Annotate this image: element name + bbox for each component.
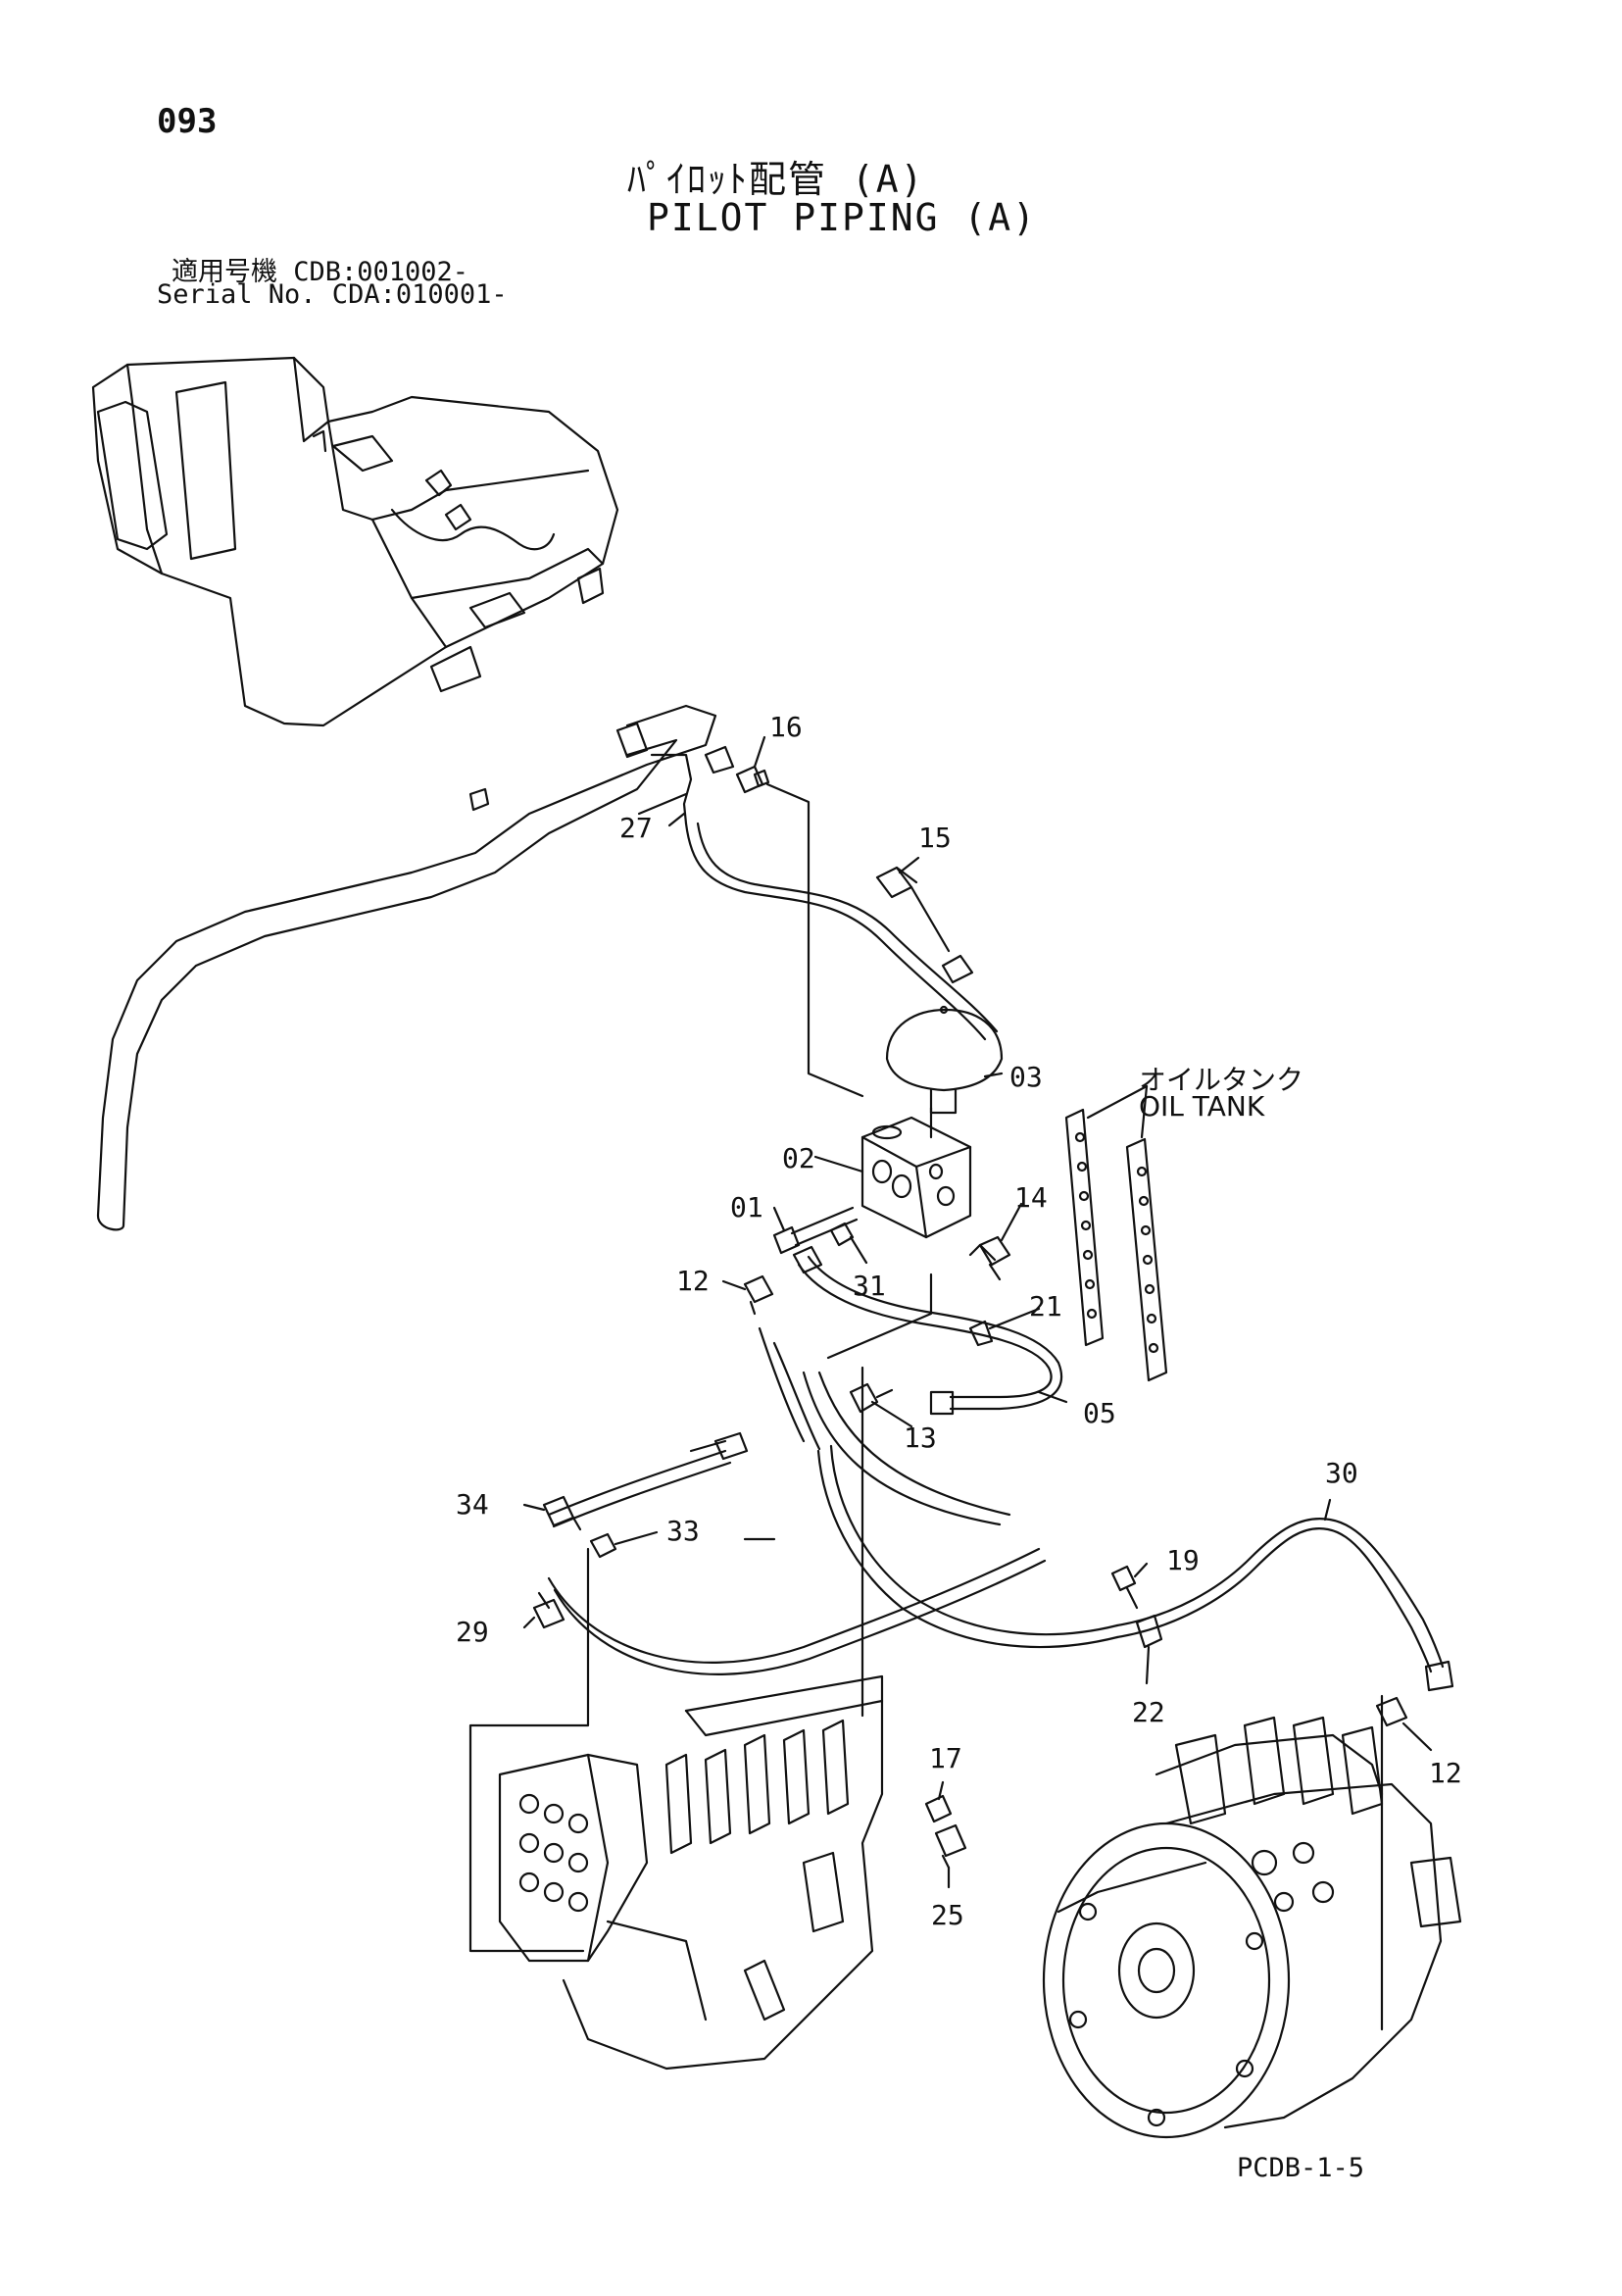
callout-02: 02 [782,1142,815,1174]
hose-27 [650,745,999,1041]
callout-15: 15 [918,822,952,854]
callout-22: 22 [1132,1696,1165,1728]
boom-pipe-illustration [96,704,717,1231]
bolt-01 [772,1206,859,1255]
fitting-29 [532,1591,565,1629]
hose-05 [792,1245,1063,1416]
pump-assembly-illustration [1042,1716,1462,2139]
callout-17: 17 [929,1742,962,1774]
title-english: PILOT PIPING (A) [647,196,1038,239]
elbow-12-lower [1375,1696,1408,1727]
callout-14: 14 [1014,1181,1048,1214]
elbow-13 [849,1382,894,1414]
fitting-16 [735,765,770,794]
accumulator-03 [885,1005,1004,1115]
callout-03: 03 [1009,1061,1043,1093]
callout-31: 31 [853,1270,886,1302]
fitting-31 [829,1222,855,1247]
clamp-22 [1135,1614,1163,1649]
callout-33: 33 [666,1515,700,1547]
callout-21: 21 [1029,1290,1062,1323]
sensor-25 [934,1823,967,1870]
elbow-14 [978,1235,1011,1281]
control-valve-illustration [498,1674,884,2071]
elbow-12-upper [743,1274,774,1316]
callout-30: 30 [1325,1457,1358,1489]
hose-bundle-lower [547,1326,1119,1675]
hose-30 [1115,1517,1454,1692]
oil-tank-label-ja: オイルタンク [1139,1064,1304,1096]
leader-lines [468,782,1384,2031]
callout-leaders [522,735,1433,1889]
clamp-21 [968,1320,994,1347]
page-code: PCDB-1-5 [1237,2153,1365,2183]
callout-16: 16 [769,711,803,743]
fitting-17 [924,1794,953,1823]
callout-12-upper: 12 [676,1265,710,1297]
valve-block-02 [860,1116,972,1239]
callout-01: 01 [730,1191,763,1223]
callout-27: 27 [619,812,653,844]
fitting-34 [542,1495,582,1531]
callout-12-lower: 12 [1429,1757,1462,1789]
callout-25: 25 [931,1899,964,1931]
fitting-33 [589,1532,617,1559]
title-japanese: ﾊﾟｲﾛｯﾄ配管 (A) [627,158,925,201]
excavator-body-illustration [91,356,619,727]
callout-34: 34 [456,1488,489,1521]
callout-05: 05 [1083,1397,1116,1429]
oil-tank-label-en: OIL TANK [1139,1090,1265,1123]
oil-tank-panel [1064,1084,1168,1382]
callout-29: 29 [456,1616,489,1648]
page-number: 093 [157,102,218,141]
serial-applicable-line: 適用号機 CDB:001002- [172,257,469,287]
fitting-19 [1110,1565,1139,1610]
serial-number-line: Serial No. CDA:010001- [157,279,508,310]
callout-19: 19 [1166,1544,1200,1576]
callout-13: 13 [904,1422,937,1454]
